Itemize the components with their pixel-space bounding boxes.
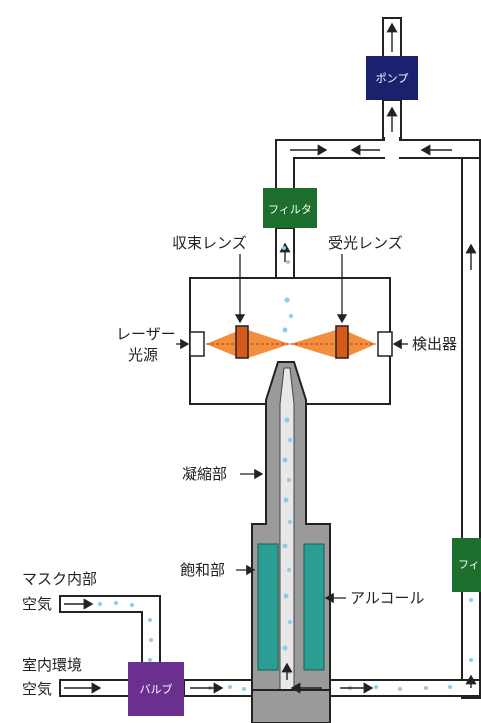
valve: バルブ <box>128 662 184 716</box>
inlet-arrows <box>64 598 477 694</box>
flow-arrows <box>279 22 477 270</box>
detector-label: 検出器 <box>412 335 457 353</box>
laser-label-line2: 光源 <box>128 346 158 364</box>
filter-top: フィルタ <box>263 188 317 228</box>
condensation-column <box>251 361 331 723</box>
particles-column <box>282 246 293 674</box>
valve-label: バルブ <box>140 682 173 696</box>
laser-label-line1: レーザー <box>116 325 176 343</box>
mask-air-label-line1: マスク内部 <box>22 570 97 588</box>
receiver-lens-label: 受光レンズ <box>328 234 403 252</box>
condenser-lens-label: 収束レンズ <box>172 234 247 252</box>
pump-label: ポンプ <box>376 72 409 85</box>
filter-right: フィ <box>452 538 481 592</box>
pump: ポンプ <box>366 56 418 100</box>
filter-top-label: フィルタ <box>268 203 312 216</box>
filter-right-label: フィ <box>458 558 480 571</box>
alcohol-label: アルコール <box>350 589 425 607</box>
saturation-label: 飽和部 <box>180 561 225 579</box>
condensation-label: 凝縮部 <box>182 465 227 483</box>
mask-air-label-line2: 空気 <box>22 595 52 613</box>
leaders <box>176 254 408 604</box>
room-air-label-line2: 空気 <box>22 680 52 698</box>
room-air-label-line1: 室内環境 <box>22 656 82 674</box>
